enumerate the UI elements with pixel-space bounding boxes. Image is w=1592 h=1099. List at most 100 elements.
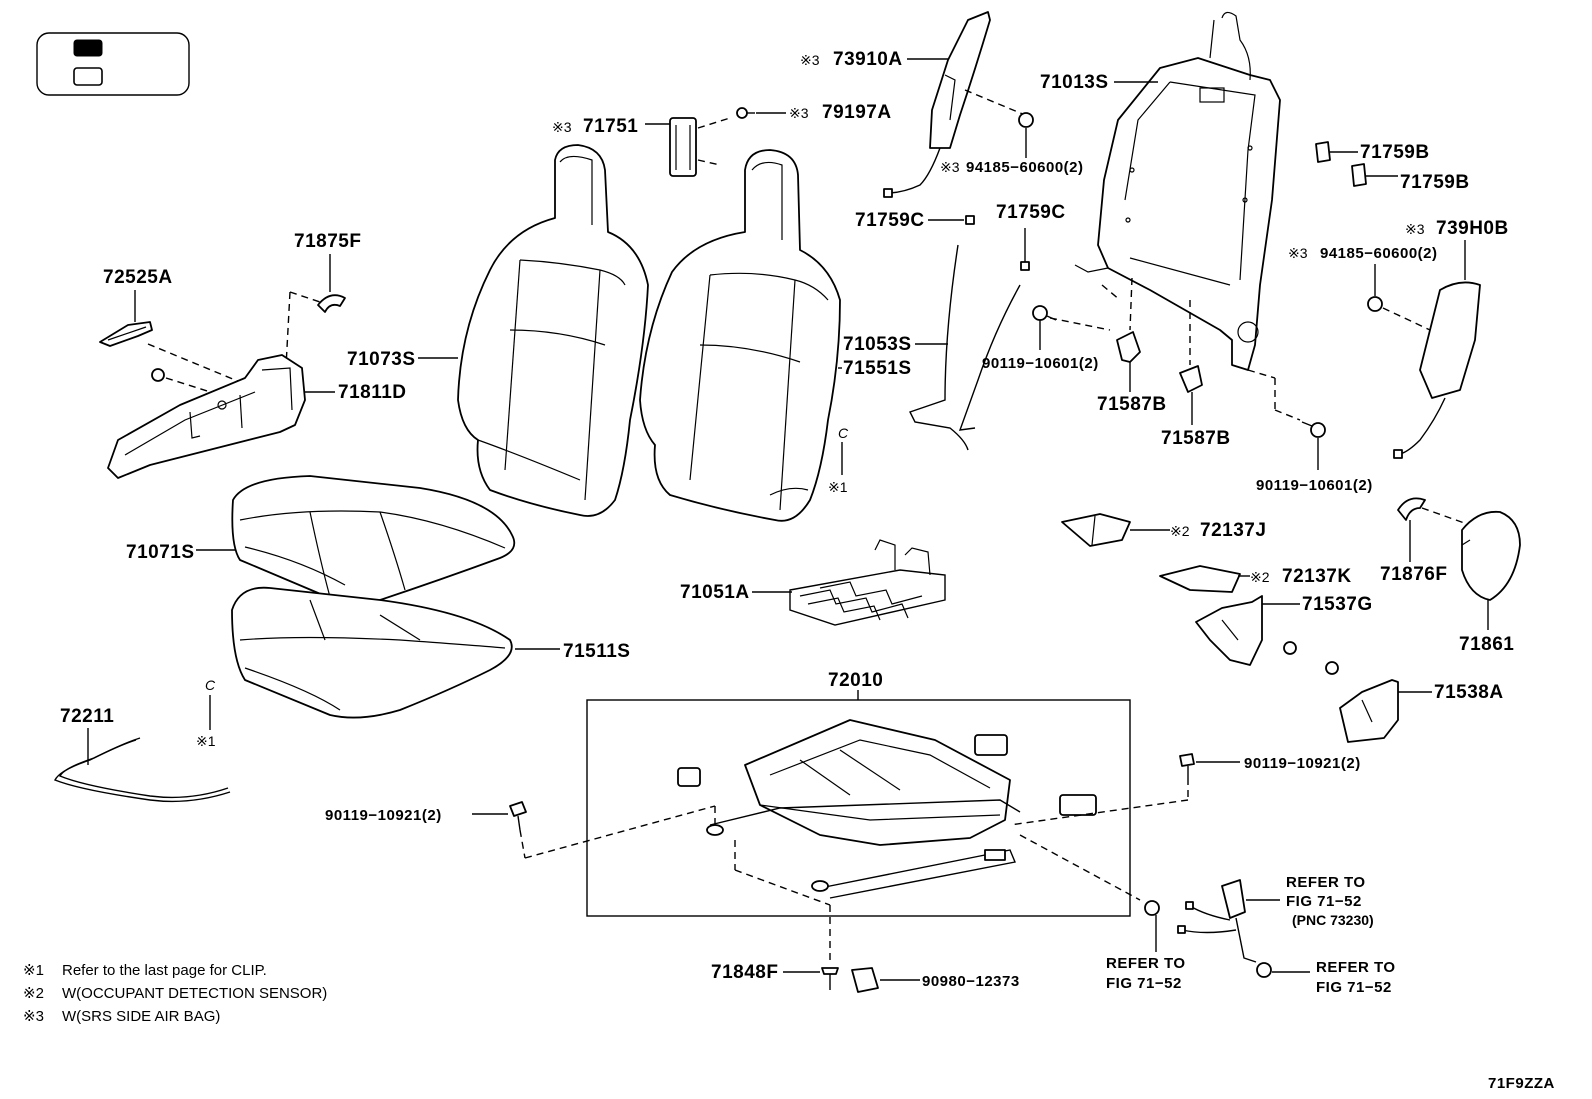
label-71551S: 71551S [838, 358, 912, 379]
part-71759B-top-drawing [1315, 141, 1331, 163]
svg-text:71551S: 71551S [843, 358, 912, 379]
part-71538A-drawing [1339, 679, 1399, 743]
part-71861-drawing [1461, 510, 1521, 601]
label-72211: 72211 [60, 706, 114, 765]
bolt-71538A [1325, 661, 1339, 675]
svg-text:FIG 71−52: FIG 71−52 [1316, 979, 1392, 996]
label-90119-10601-right: 90119−10601(2) [1256, 438, 1372, 494]
part-71876F-drawing [1397, 497, 1426, 521]
part-71759B-bottom-drawing [1351, 163, 1367, 187]
svg-text:90119−10601(2): 90119−10601(2) [982, 355, 1099, 372]
svg-text:71751: 71751 [583, 116, 638, 137]
label-94185-60600-right: ※3 94185−60600(2) [1288, 245, 1438, 296]
svg-text:W(SRS SIDE AIR BAG): W(SRS SIDE AIR BAG) [62, 1008, 220, 1025]
nut-94185-top [1018, 112, 1034, 128]
part-71071S-drawing [231, 475, 516, 606]
svg-text:72137K: 72137K [1282, 566, 1352, 587]
svg-text:REFER TO: REFER TO [1106, 955, 1186, 972]
svg-text:90980−12373: 90980−12373 [922, 973, 1020, 990]
svg-text:※3: ※3 [1288, 245, 1308, 261]
svg-text:90119−10921(2): 90119−10921(2) [325, 807, 442, 824]
svg-text:※3: ※3 [23, 1008, 44, 1025]
svg-text:Refer to the last page for CLI: Refer to the last page for CLIP. [62, 962, 267, 979]
refer-fig-71-52-bottom-right: REFER TO FIG 71−52 [1272, 959, 1395, 996]
label-72525A: 72525A [103, 267, 172, 322]
svg-text:72211: 72211 [60, 706, 114, 727]
label-71587B-right: 71587B [1161, 392, 1231, 449]
part-71013S-drawing [1074, 11, 1281, 371]
label-90980-12373: 90980−12373 [880, 973, 1020, 990]
label-71811D: 71811D [304, 382, 407, 403]
svg-text:71051A: 71051A [680, 582, 750, 603]
part-739H0B-drawing [1393, 281, 1481, 459]
nut-fig-71-52 [1144, 900, 1160, 916]
svg-text:FIG 71−52: FIG 71−52 [1106, 975, 1182, 992]
bolt-71537G [1283, 641, 1297, 655]
part-71073S-drawing [457, 144, 649, 517]
svg-text:※3: ※3 [940, 159, 960, 175]
label-739H0B: ※3 739H0B [1405, 218, 1509, 280]
refer-fig-71-52-bottom-left: REFER TO FIG 71−52 [1106, 915, 1186, 992]
label-71073S: 71073S [347, 349, 458, 370]
svg-text:71013S: 71013S [1040, 72, 1109, 93]
bolt-90119-10601-right [1301, 421, 1326, 438]
svg-text:72137J: 72137J [1200, 520, 1266, 541]
label-71751: ※3 71751 [552, 116, 670, 137]
part-71751-drawing [669, 117, 697, 177]
part-71511S-drawing [231, 586, 513, 719]
label-71071S: 71071S [126, 542, 235, 563]
svg-text:71759C: 71759C [996, 202, 1066, 223]
svg-text:71811D: 71811D [338, 382, 407, 403]
label-72137J: ※2 72137J [1130, 520, 1266, 541]
part-72010-drawing [677, 719, 1097, 899]
screw-79197A [736, 107, 755, 119]
svg-text:※3: ※3 [552, 119, 572, 135]
svg-text:71848F: 71848F [711, 962, 778, 983]
svg-text:71587B: 71587B [1161, 428, 1231, 449]
svg-text:71073S: 71073S [347, 349, 416, 370]
seatbelt-buckle-drawing [1177, 879, 1257, 963]
label-71759C-right: 71759C [996, 202, 1066, 223]
part-71759C-right-drawing [1020, 261, 1030, 271]
svg-text:71537G: 71537G [1302, 594, 1373, 615]
part-72211-drawing [54, 737, 231, 803]
part-71053S-drawing [909, 244, 1021, 451]
svg-text:71759B: 71759B [1360, 142, 1430, 163]
svg-text:94185−60600(2): 94185−60600(2) [1320, 245, 1438, 262]
legend-filled-swatch [73, 39, 103, 57]
label-71861: 71861 [1459, 600, 1514, 655]
label-71759B-top: 71759B [1330, 142, 1430, 163]
svg-text:REFER TO: REFER TO [1286, 874, 1366, 891]
svg-text:※2: ※2 [1250, 569, 1270, 585]
clip-icon-right: C [838, 425, 849, 441]
svg-text:※3: ※3 [789, 105, 809, 121]
svg-text:71071S: 71071S [126, 542, 195, 563]
nut-belt-anchor [1256, 962, 1272, 978]
part-71051A-drawing [789, 539, 946, 626]
label-71759B-bottom: 71759B [1366, 172, 1469, 193]
svg-text:79197A: 79197A [822, 102, 892, 123]
label-71051A: 71051A [680, 582, 792, 603]
figure-code: 71F9ZZA [1488, 1075, 1555, 1092]
svg-text:71538A: 71538A [1434, 682, 1504, 703]
svg-text:※1: ※1 [23, 962, 44, 979]
part-90980-12373-drawing [851, 967, 879, 993]
label-71013S: 71013S [1040, 72, 1158, 93]
svg-text:71511S: 71511S [563, 641, 630, 662]
label-90119-10601-left: 90119−10601(2) [982, 320, 1099, 372]
svg-text:71861: 71861 [1459, 634, 1514, 655]
svg-text:739H0B: 739H0B [1436, 218, 1509, 239]
label-73910A: ※3 73910A [800, 49, 948, 70]
svg-text:71587B: 71587B [1097, 394, 1167, 415]
svg-text:※3: ※3 [800, 52, 820, 68]
legend-empty-swatch [73, 67, 103, 86]
bolt-90119-10921-left [509, 801, 527, 831]
label-clip-note-left: ※1 [196, 695, 216, 749]
label-71511S: 71511S [515, 641, 630, 662]
refer-fig-71-52-top: REFER TO FIG 71−52 (PNC 73230) [1246, 874, 1374, 928]
part-71587B-left-drawing [1116, 331, 1141, 363]
svg-text:94185−60600(2): 94185−60600(2) [966, 159, 1084, 176]
part-71811D-drawing [107, 354, 306, 479]
label-71587B-left: 71587B [1097, 362, 1167, 415]
